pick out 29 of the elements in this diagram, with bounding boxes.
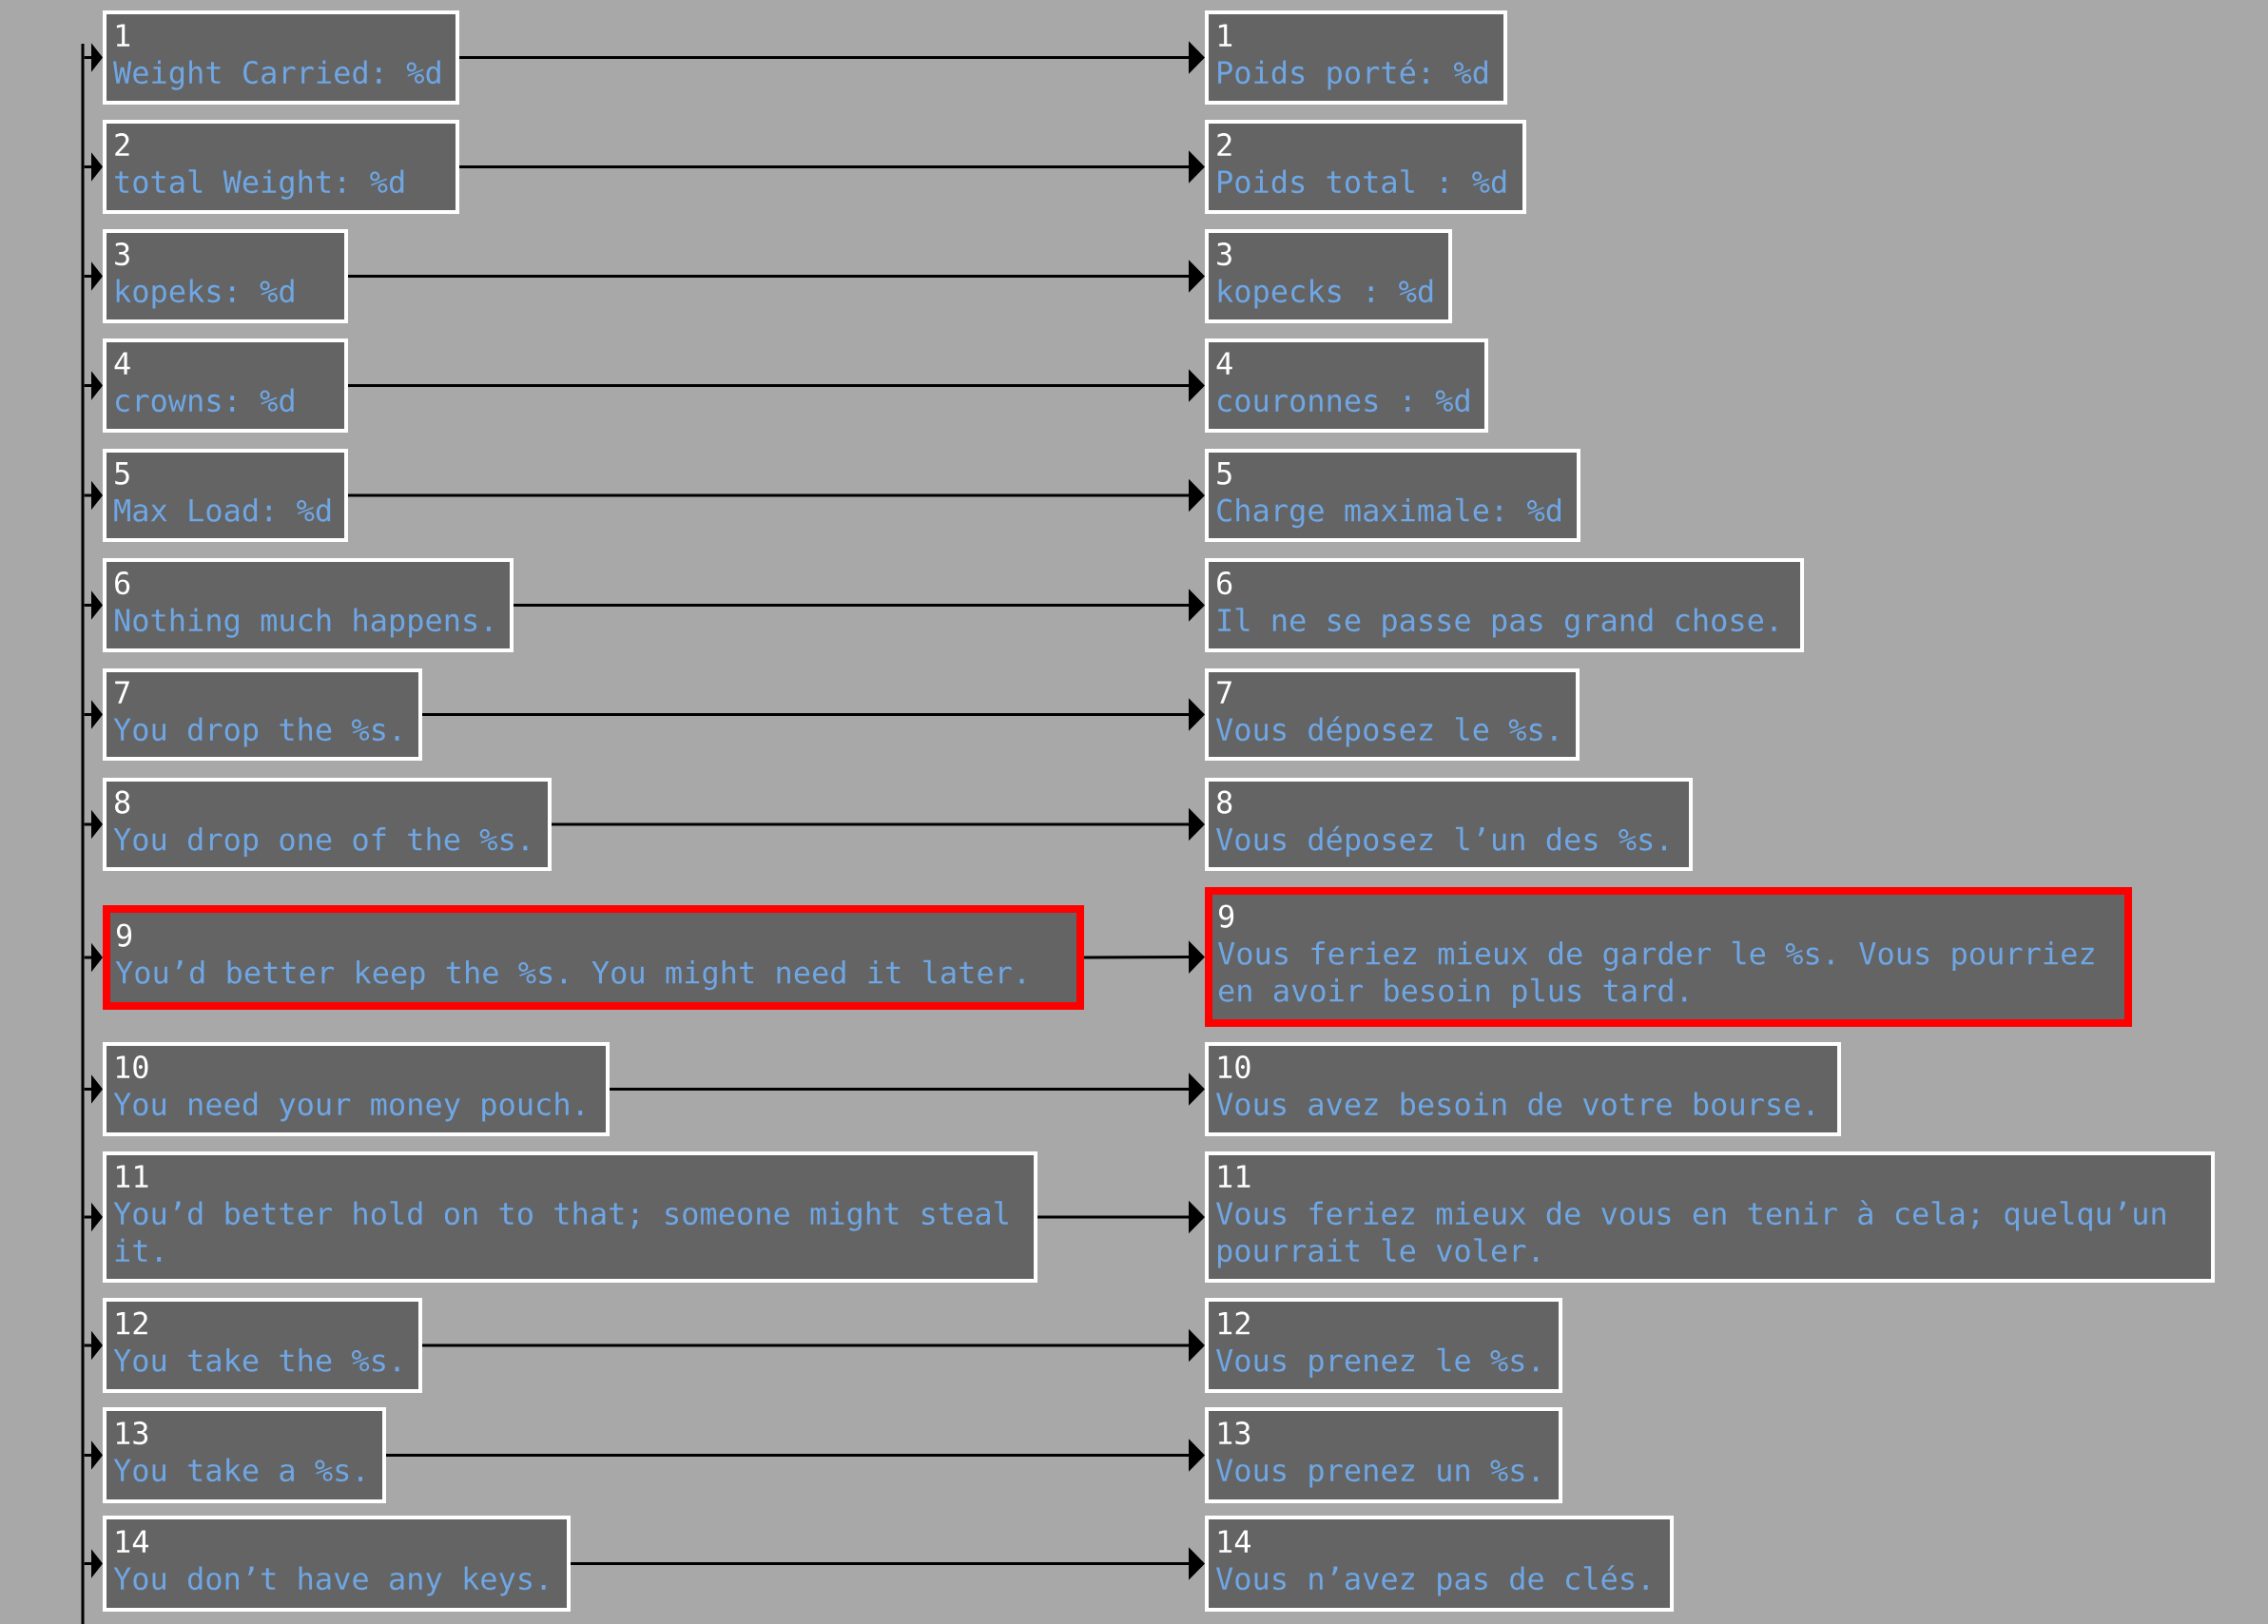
message-box: 13 You take a %s.	[103, 1407, 386, 1503]
message-box: 2 Poids total : %d	[1205, 120, 1526, 214]
message-box: 12 You take the %s.	[103, 1298, 422, 1393]
message-box: 8 You drop one of the %s.	[103, 778, 552, 871]
message-box: 10 Vous avez besoin de votre bourse.	[1205, 1042, 1841, 1136]
message-box: 11 Vous feriez mieux de vous en tenir à cela; quelqu’un pourrait le voler.	[1205, 1151, 2216, 1283]
message-box: 11 You’d better hold on to that; someone might steal it.	[103, 1151, 1037, 1283]
message-box: 5 Charge maximale: %d	[1205, 449, 1580, 542]
message-box: 1 Weight Carried: %d	[103, 10, 459, 105]
bus-bar	[81, 44, 85, 1624]
message-box: 1 Poids porté: %d	[1205, 10, 1508, 105]
message-box: 7 You drop the %s.	[103, 668, 422, 761]
message-box: 14 Vous n’avez pas de clés.	[1205, 1516, 1675, 1612]
message-box: 8 Vous déposez l’un des %s.	[1205, 778, 1694, 871]
message-box: 3 kopecks : %d	[1205, 229, 1453, 323]
message-box: 3 kopeks: %d	[103, 229, 348, 323]
message-box: 4 crowns: %d	[103, 338, 348, 433]
message-box: 10 You need your money pouch.	[103, 1042, 610, 1136]
message-box: 2 total Weight: %d	[103, 120, 459, 214]
message-box: 9 Vous feriez mieux de garder le %s. Vous pourriez en avoir besoin plus tard.	[1205, 887, 2132, 1027]
message-box: 6 Il ne se passe pas grand chose.	[1205, 558, 1804, 652]
message-box: 9 You’d better keep the %s. You might need it later.	[103, 905, 1084, 1010]
message-box: 13 Vous prenez un %s.	[1205, 1407, 1563, 1503]
message-box: 6 Nothing much happens.	[103, 558, 514, 652]
message-box: 4 couronnes : %d	[1205, 338, 1488, 433]
message-box: 5 Max Load: %d	[103, 449, 348, 542]
message-box: 14 You don’t have any keys.	[103, 1516, 571, 1612]
message-box: 12 Vous prenez le %s.	[1205, 1298, 1563, 1393]
message-box: 7 Vous déposez le %s.	[1205, 668, 1580, 761]
